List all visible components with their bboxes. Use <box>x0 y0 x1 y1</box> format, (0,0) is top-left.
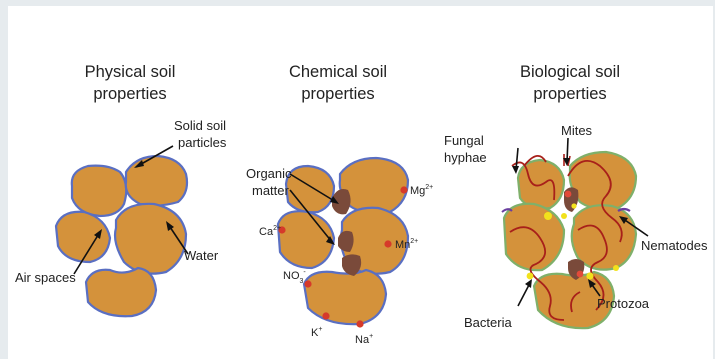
biological-title-line2: properties <box>533 85 606 103</box>
organic-matter-label-line1: Organic <box>246 166 292 181</box>
nematodes-label: Nematodes <box>641 238 708 253</box>
fungal-hyphae-label-line1: Fungal <box>444 133 484 148</box>
bacterium <box>527 273 534 280</box>
physical-title-line2: properties <box>93 85 166 103</box>
ion-mg-label: Mg2+ <box>410 184 433 197</box>
organic-matter <box>338 231 354 252</box>
organic-matter <box>564 187 578 212</box>
particle <box>126 156 187 206</box>
figure-frame: Physical soil properties Solid soil part… <box>8 6 713 359</box>
bacterium <box>586 272 593 279</box>
biological-title-line1: Biological soil <box>520 63 620 81</box>
particle <box>72 166 126 216</box>
bacteria-arrow <box>518 283 530 306</box>
ion-dot-mg <box>400 186 407 193</box>
protozoan <box>577 271 584 278</box>
ion-mn-label: Mn2+ <box>395 238 418 251</box>
fungal-hyphae-label-line2: hyphae <box>444 150 487 165</box>
ion-k-label: K+ <box>311 326 322 339</box>
bacterium <box>561 213 567 219</box>
ion-dot-no3 <box>304 280 311 287</box>
organic-matter-label-line2: matter <box>252 183 290 198</box>
water-label: Water <box>184 248 219 263</box>
solid-particles-label-line2: particles <box>178 135 227 150</box>
chemical-panel: Chemical soil properties Organic matter … <box>246 63 433 346</box>
ion-no3-label: NO3- <box>283 269 306 285</box>
particle <box>304 270 386 324</box>
bacterium <box>544 212 552 220</box>
ion-dot-k <box>322 312 329 319</box>
bacterium <box>571 203 576 208</box>
particle <box>56 212 110 262</box>
particle <box>286 166 334 212</box>
particle <box>504 204 564 270</box>
bacterium <box>613 265 619 271</box>
bacteria-label: Bacteria <box>464 315 512 330</box>
ion-na-label: Na+ <box>355 333 373 346</box>
soil-properties-diagram: Physical soil properties Solid soil part… <box>8 6 713 359</box>
protozoa-label: Protozoa <box>597 296 650 311</box>
chemical-title-line2: properties <box>301 85 374 103</box>
physical-panel: Physical soil properties Solid soil part… <box>15 63 227 316</box>
biological-panel: Biological soil properties <box>444 63 708 330</box>
ion-dot-na <box>356 320 363 327</box>
physical-title-line1: Physical soil <box>85 63 176 81</box>
mites-label: Mites <box>561 123 593 138</box>
ion-ca-label: Ca2+ <box>259 225 281 238</box>
solid-particles-label-line1: Solid soil <box>174 118 226 133</box>
chemical-title-line1: Chemical soil <box>289 63 387 81</box>
particle <box>115 204 186 274</box>
air-spaces-label: Air spaces <box>15 270 76 285</box>
particle <box>278 211 334 268</box>
particle <box>86 268 156 316</box>
protozoan <box>565 191 572 198</box>
arrowhead <box>512 166 519 174</box>
ion-dot-mn <box>384 240 391 247</box>
